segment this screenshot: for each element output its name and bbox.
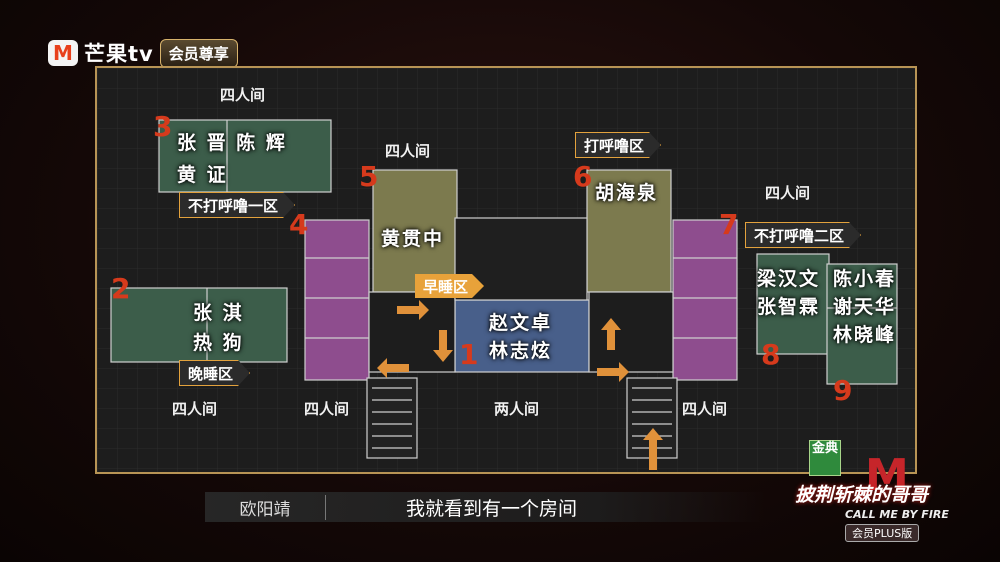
room-9-names: 陈小春: [833, 268, 897, 290]
room-1-names: 林志炫: [489, 340, 553, 362]
subtitle-bar: 欧阳靖 我就看到有一个房间: [205, 492, 765, 522]
room-8-names: 梁汉文: [757, 268, 821, 290]
room-2-shape: [110, 287, 288, 363]
capacity-label: 四人间: [220, 86, 266, 104]
floorplan-board: 四人间 四人间 四人间 四人间 四人间 两人间 四人间 1 2 3 4 5 6 …: [95, 66, 917, 474]
subtitle-speaker: 欧阳靖: [205, 494, 326, 520]
mango-tv-brand: 芒果tv: [84, 42, 154, 66]
room-9-shape: [826, 263, 898, 385]
show-title: 披荆斩棘的哥哥: [795, 484, 929, 506]
room-2-names: 热 狗: [193, 332, 244, 354]
room-number-1: 1: [459, 338, 479, 371]
zone-tag-early-sleep: 早睡区: [415, 274, 484, 298]
room-9-names: 林晓峰: [833, 324, 897, 346]
room-number-7: 7: [719, 208, 739, 241]
member-badge: 会员尊享: [159, 38, 238, 68]
capacity-label: 四人间: [682, 400, 728, 418]
zone-tag-snore: 打呼噜区: [575, 132, 661, 158]
room-number-9: 9: [833, 374, 853, 407]
show-emblem-icon: M: [865, 450, 909, 501]
room-4-shape: [304, 219, 370, 381]
room-number-2: 2: [111, 272, 131, 305]
room-9-names: 谢天华: [833, 296, 897, 318]
zone-tag-late-sleep: 晚睡区: [179, 360, 250, 386]
room-7-shape: [672, 219, 738, 381]
capacity-label: 四人间: [385, 142, 431, 160]
sponsor-badge: 金典: [809, 440, 841, 476]
room-3-shape: [158, 119, 332, 193]
floorplan-drawing: [97, 68, 915, 472]
subtitle-text: 我就看到有一个房间: [406, 497, 578, 520]
zone-tag-no-snore-1: 不打呼噜一区: [179, 192, 295, 218]
room-number-8: 8: [761, 338, 781, 371]
room-number-3: 3: [153, 110, 173, 143]
zone-tag-no-snore-2: 不打呼噜二区: [745, 222, 861, 248]
capacity-label: 四人间: [765, 184, 811, 202]
room-6-names: 胡海泉: [595, 182, 659, 204]
room-8-shape: [756, 253, 830, 355]
mango-tv-logo: M 芒果tv 会员尊享: [48, 38, 238, 68]
room-1-shape: [454, 299, 590, 373]
room-1-names: 赵文卓: [489, 312, 553, 334]
room-5-names: 黄贯中: [381, 228, 445, 250]
room-number-5: 5: [359, 160, 379, 193]
room-2-names: 张 淇: [193, 302, 244, 324]
mango-tv-mark-icon: M: [48, 40, 78, 66]
plus-edition-badge: 会员PLUS版: [845, 524, 920, 542]
show-english-title: CALL ME BY FIRE: [845, 508, 949, 521]
capacity-label: 四人间: [304, 400, 350, 418]
show-logo: 金典 M 披荆斩棘的哥哥 CALL ME BY FIRE 会员PLUS版: [795, 440, 975, 550]
capacity-label: 四人间: [172, 400, 218, 418]
room-8-names: 张智霖: [757, 296, 821, 318]
room-number-6: 6: [573, 160, 593, 193]
capacity-label: 两人间: [494, 400, 540, 418]
room-3-names: 张 晋 陈 辉: [177, 132, 287, 154]
room-number-4: 4: [289, 208, 309, 241]
room-3-names: 黄 证: [177, 164, 228, 186]
